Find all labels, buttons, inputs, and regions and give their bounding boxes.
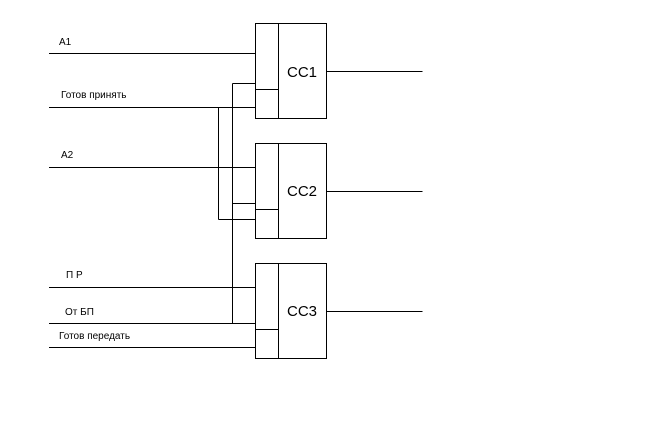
block-cc1-frame: [255, 23, 327, 119]
signal-label-a1: A1: [59, 37, 72, 48]
block-cc2-frame: [255, 143, 327, 239]
block-cc2: СС2: [255, 143, 327, 239]
block-cc3-label: СС3: [287, 303, 317, 320]
signal-label-ready-receive: Готов принять: [61, 90, 127, 101]
signal-label-ready-send: Готов передать: [59, 331, 130, 342]
block-cc3-frame: [255, 263, 327, 359]
signal-label-from-bp: От БП: [65, 307, 94, 318]
signal-label-pr: П Р: [66, 270, 83, 281]
block-cc1: СС1: [255, 23, 327, 119]
block-cc1-label: СС1: [287, 64, 317, 81]
signal-label-a2: A2: [61, 150, 74, 161]
block-cc2-label: СС2: [287, 183, 317, 200]
block-cc3: СС3: [255, 263, 327, 359]
